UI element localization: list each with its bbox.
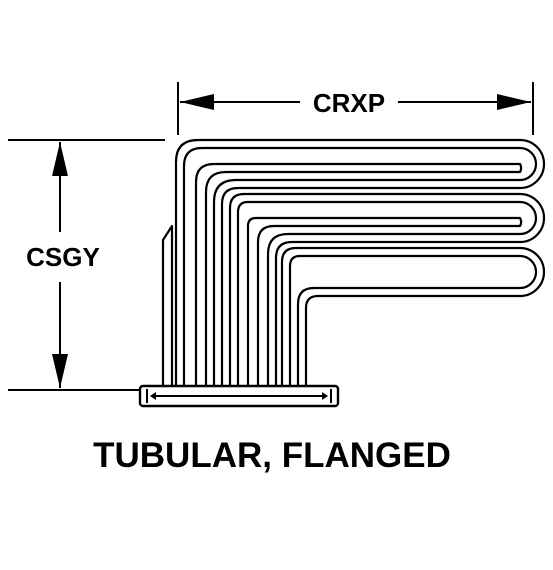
side-lead bbox=[161, 224, 174, 386]
width-arrow-left bbox=[180, 94, 214, 110]
tube-loop-3-outer bbox=[228, 192, 546, 386]
width-label: CRXP bbox=[313, 88, 385, 118]
tube-loop-1-inner bbox=[182, 146, 538, 386]
height-dimension: CSGY bbox=[8, 139, 165, 391]
width-arrow-right bbox=[497, 94, 531, 110]
tube-loop-2-inner-core bbox=[194, 162, 523, 386]
tube-loop-3-inner bbox=[236, 200, 538, 386]
flange bbox=[138, 384, 340, 408]
tube-loop-4-outer bbox=[280, 246, 546, 386]
flange-bolt-left-head bbox=[150, 392, 156, 400]
height-label: CSGY bbox=[26, 242, 100, 272]
tube-loop-3-core bbox=[246, 216, 523, 386]
diagram-caption: TUBULAR, FLANGED bbox=[93, 436, 451, 475]
width-dimension: CRXP bbox=[177, 82, 534, 135]
tube-loop-4-inner bbox=[288, 254, 538, 386]
height-arrow-bottom bbox=[52, 354, 68, 388]
height-arrow-top bbox=[52, 142, 68, 176]
flange-bolt-right-head bbox=[322, 392, 328, 400]
tube-loop-1-outer bbox=[174, 138, 546, 386]
tubular-element bbox=[161, 138, 546, 386]
